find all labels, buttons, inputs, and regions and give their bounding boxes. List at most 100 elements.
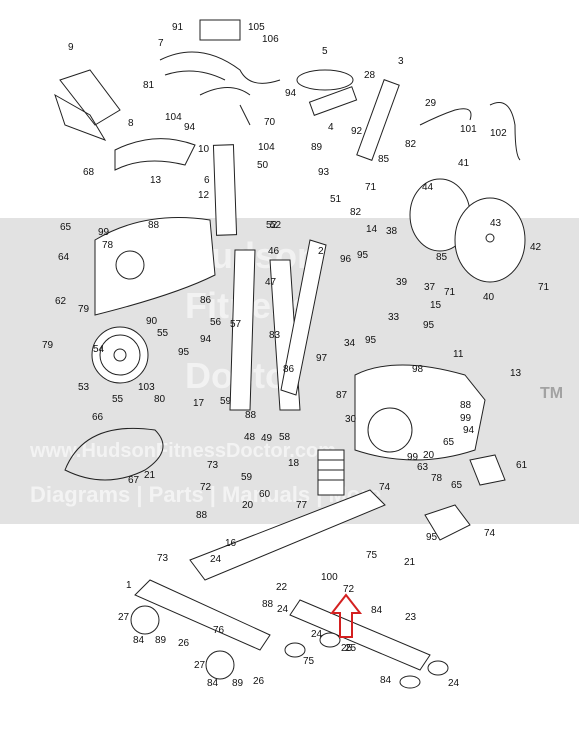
part-number-label: 64 bbox=[58, 252, 70, 263]
part-number-label: 26 bbox=[253, 676, 265, 687]
part-number-label: 30 bbox=[345, 414, 357, 425]
part-number-label: 51 bbox=[330, 194, 342, 205]
part-number-label: 65 bbox=[451, 480, 463, 491]
part-number-label: 33 bbox=[388, 312, 400, 323]
part-number-label: 56 bbox=[210, 317, 222, 328]
part-number-label: 78 bbox=[102, 240, 114, 251]
part-number-label: 27 bbox=[118, 612, 130, 623]
part-number-label: 91 bbox=[172, 22, 184, 33]
shroud-part bbox=[114, 138, 196, 171]
part-number-label: 95 bbox=[357, 250, 369, 261]
part-number-label: 24 bbox=[277, 604, 289, 615]
part-number-label: 65 bbox=[60, 222, 72, 233]
watermark-tm: TM bbox=[540, 385, 564, 402]
part-number-label: 60 bbox=[259, 489, 271, 500]
part-number-label: 80 bbox=[154, 394, 166, 405]
part-number-label: 72 bbox=[343, 584, 355, 595]
part-number-label: 63 bbox=[417, 462, 429, 473]
foot-plate-16 bbox=[424, 504, 471, 541]
part-number-label: 16 bbox=[225, 538, 237, 549]
part-number-label: 38 bbox=[386, 226, 398, 237]
part-number-label: 72 bbox=[200, 482, 212, 493]
part-number-label: 92 bbox=[351, 126, 363, 137]
part-number-label: 85 bbox=[436, 252, 448, 263]
part-number-label: 6 bbox=[204, 175, 210, 186]
part-number-label: 75 bbox=[303, 656, 315, 667]
part-number-label: 104 bbox=[165, 112, 182, 123]
part-number-label: 39 bbox=[396, 277, 408, 288]
part-number-label: 78 bbox=[431, 473, 443, 484]
pedal-part bbox=[469, 454, 506, 486]
part-number-label: 57 bbox=[230, 319, 242, 330]
cable-part bbox=[419, 102, 521, 161]
part-number-label: 68 bbox=[83, 167, 95, 178]
part-number-label: 88 bbox=[460, 400, 472, 411]
part-number-label: 71 bbox=[538, 282, 550, 293]
part-number-label: 24 bbox=[210, 554, 222, 565]
part-number-label: 8 bbox=[128, 118, 134, 129]
part-number-label: 98 bbox=[412, 364, 424, 375]
main-frame bbox=[229, 239, 327, 411]
part-number-label: 93 bbox=[318, 167, 330, 178]
part-number-label: 70 bbox=[264, 117, 276, 128]
part-number-label: 23 bbox=[405, 612, 417, 623]
part-number-label: 10 bbox=[198, 144, 210, 155]
part-number-label: 25 bbox=[345, 643, 357, 654]
part-number-label: 53 bbox=[78, 382, 90, 393]
part-number-label: 1 bbox=[126, 580, 132, 591]
part-number-label: 82 bbox=[350, 207, 362, 218]
resistance-spring bbox=[317, 449, 345, 496]
base-frame bbox=[134, 489, 431, 671]
part-number-label: 59 bbox=[220, 396, 232, 407]
part-number-label: 9 bbox=[68, 42, 74, 53]
part-number-label: 96 bbox=[340, 254, 352, 265]
right-shroud bbox=[354, 364, 486, 461]
part-number-label: 29 bbox=[425, 98, 437, 109]
part-number-label: 3 bbox=[398, 56, 404, 67]
part-number-label: 95 bbox=[426, 532, 438, 543]
part-number-label: 89 bbox=[232, 678, 244, 689]
part-number-label: 100 bbox=[321, 572, 338, 583]
part-number-label: 106 bbox=[262, 34, 279, 45]
part-number-label: 41 bbox=[458, 158, 470, 169]
part-number-label: 55 bbox=[112, 394, 124, 405]
part-number-label: 73 bbox=[157, 553, 169, 564]
part-number-label: 50 bbox=[257, 160, 269, 171]
part-number-label: 27 bbox=[194, 660, 206, 671]
part-number-label: 66 bbox=[92, 412, 104, 423]
part-number-label: 99 bbox=[407, 452, 419, 463]
part-number-label: 58 bbox=[279, 432, 291, 443]
part-number-label: 99 bbox=[98, 227, 110, 238]
part-number-label: 67 bbox=[128, 475, 140, 486]
part-number-label: 20 bbox=[242, 500, 254, 511]
part-number-label: 54 bbox=[93, 344, 105, 355]
part-number-label: 48 bbox=[244, 432, 256, 443]
part-number-label: 95 bbox=[178, 347, 190, 358]
part-number-label: 89 bbox=[311, 142, 323, 153]
part-number-label: 74 bbox=[484, 528, 496, 539]
part-number-label: 74 bbox=[379, 482, 391, 493]
part-number-label: 84 bbox=[133, 635, 145, 646]
red-arrow-icon bbox=[329, 593, 363, 638]
part-number-label: 95 bbox=[423, 320, 435, 331]
part-number-label: 95 bbox=[365, 335, 377, 346]
console-part bbox=[54, 69, 121, 141]
part-number-label: 52 bbox=[270, 220, 282, 231]
watermark-url: www.HudsonFitnessDoctor.com bbox=[30, 440, 336, 462]
part-number-label: 82 bbox=[405, 139, 417, 150]
part-number-label: 84 bbox=[207, 678, 219, 689]
part-number-label: 24 bbox=[448, 678, 460, 689]
part-number-label: 103 bbox=[138, 382, 155, 393]
part-number-label: 104 bbox=[258, 142, 275, 153]
part-number-label: 94 bbox=[184, 122, 196, 133]
part-number-label: 65 bbox=[443, 437, 455, 448]
part-number-label: 7 bbox=[158, 38, 164, 49]
part-number-label: 62 bbox=[55, 296, 67, 307]
flywheel-disc bbox=[409, 178, 526, 283]
part-number-label: 94 bbox=[200, 334, 212, 345]
part-number-label: 105 bbox=[248, 22, 265, 33]
part-number-label: 79 bbox=[42, 340, 54, 351]
part-number-label: 13 bbox=[510, 368, 522, 379]
part-number-label: 101 bbox=[460, 124, 477, 135]
